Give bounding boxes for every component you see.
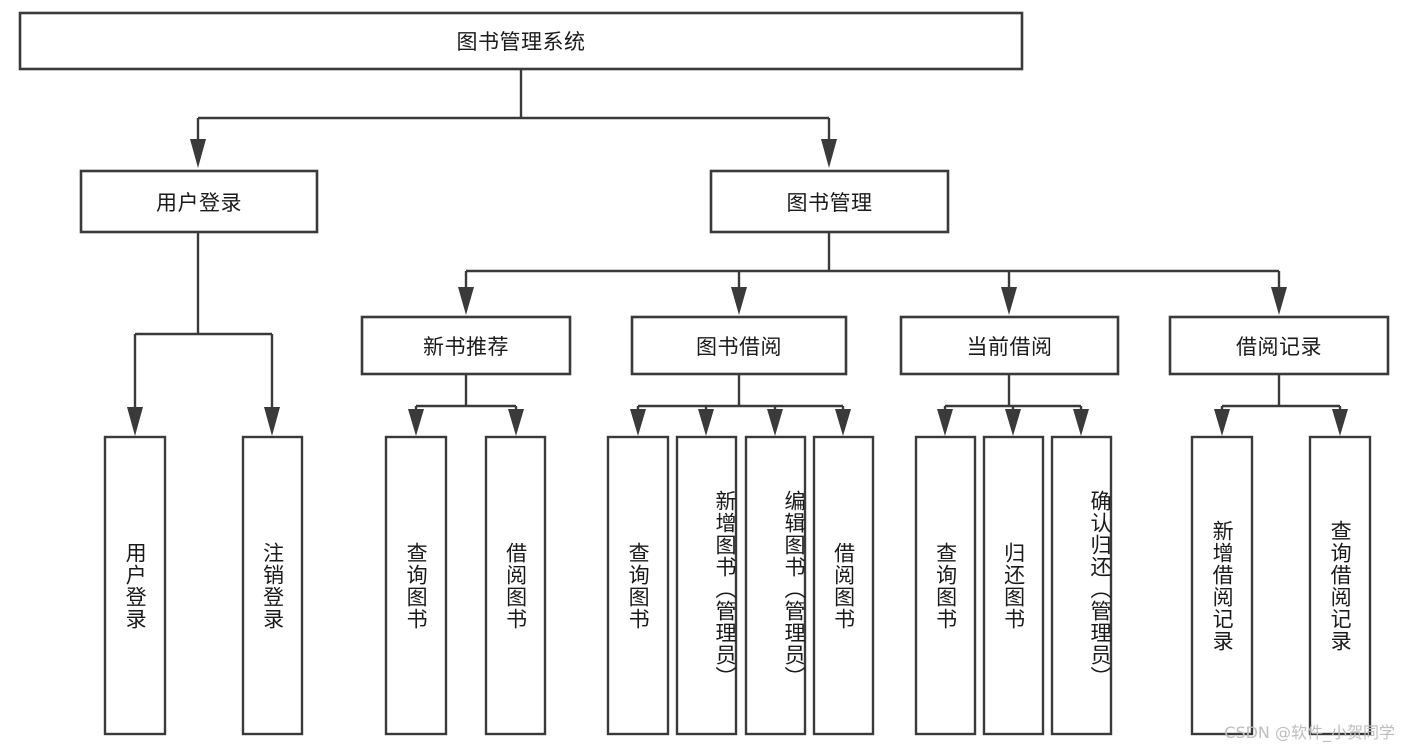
node-box-book-borrow[interactable] xyxy=(630,315,848,376)
arrow-head-br-leaf2 xyxy=(1332,409,1348,436)
node-box-user-login[interactable] xyxy=(79,169,319,234)
node-box-leaf-logout[interactable] xyxy=(241,435,304,736)
node-box-leaf-cb-return-book[interactable] xyxy=(982,435,1045,736)
node-box-current-borrow[interactable] xyxy=(899,315,1120,376)
arrow-head-leaf-user-login xyxy=(127,407,143,436)
node-box-leaf-bb-edit-book[interactable] xyxy=(744,435,807,736)
arrow-head-user-login xyxy=(190,139,206,168)
arrow-head-bb-leaf1 xyxy=(630,409,646,436)
arrow-head-bb-leaf2 xyxy=(698,409,714,436)
arrow-head-nb-leaf2 xyxy=(508,409,524,436)
arrow-head-bb-leaf3 xyxy=(767,409,783,436)
arrow-head-br-leaf1 xyxy=(1214,409,1230,436)
node-box-new-book-recommend[interactable] xyxy=(360,315,572,376)
node-box-leaf-nb-query-book[interactable] xyxy=(384,435,448,736)
arrow-head-book-manage xyxy=(821,139,837,168)
arrow-head-new-book xyxy=(458,287,474,315)
arrow-head-cb-leaf1 xyxy=(937,409,953,436)
node-box-borrow-record[interactable] xyxy=(1168,315,1390,376)
arrow-head-borrow-record xyxy=(1271,287,1287,315)
node-box-leaf-br-add-record[interactable] xyxy=(1190,435,1254,736)
arrow-head-current-borrow xyxy=(1001,287,1017,315)
arrow-head-book-borrow xyxy=(731,287,747,315)
node-box-root[interactable] xyxy=(18,11,1024,71)
node-box-leaf-br-query-record[interactable] xyxy=(1308,435,1372,736)
node-box-leaf-nb-borrow-book[interactable] xyxy=(484,435,547,736)
arrow-head-nb-leaf1 xyxy=(408,409,424,436)
node-box-leaf-bb-query-book[interactable] xyxy=(606,435,670,736)
node-box-leaf-cb-query-book[interactable] xyxy=(914,435,977,736)
node-box-book-manage[interactable] xyxy=(709,169,950,234)
arrow-head-cb-leaf2 xyxy=(1005,409,1021,436)
node-box-leaf-bb-add-book[interactable] xyxy=(675,435,738,736)
node-box-leaf-user-login[interactable] xyxy=(103,435,167,736)
arrow-head-bb-leaf4 xyxy=(835,409,851,436)
arrow-head-cb-leaf3 xyxy=(1073,409,1089,436)
node-box-leaf-bb-borrow-book[interactable] xyxy=(812,435,875,736)
node-box-leaf-cb-confirm-return[interactable] xyxy=(1050,435,1113,736)
arrow-head-leaf-logout xyxy=(264,407,280,436)
